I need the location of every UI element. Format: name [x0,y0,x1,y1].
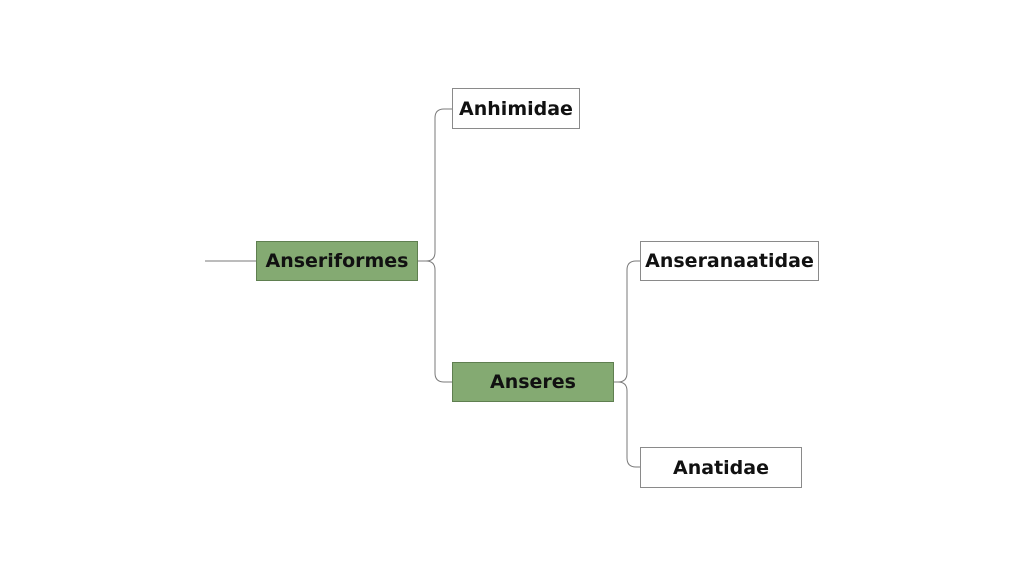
node-anhimidae-label: Anhimidae [459,97,573,120]
connector-anseres-anseranatidae [614,260,640,383]
node-anseranatidae-label: Anseranaatidae [645,250,814,272]
node-anseranatidae[interactable]: Anseranaatidae [640,241,819,281]
connector-anseres-anatidae [614,381,640,468]
node-anseres[interactable]: Anseres [452,362,614,402]
node-anhimidae[interactable]: Anhimidae [452,88,580,129]
node-anseres-label: Anseres [490,371,576,393]
node-anseriformes[interactable]: Anseriformes [256,241,418,281]
node-anatidae[interactable]: Anatidae [640,447,802,488]
node-anseriformes-label: Anseriformes [265,250,409,272]
connector-anseriformes-anseres [418,260,452,383]
connector-anseriformes-anhimidae [418,108,452,262]
node-anatidae-label: Anatidae [673,456,769,479]
